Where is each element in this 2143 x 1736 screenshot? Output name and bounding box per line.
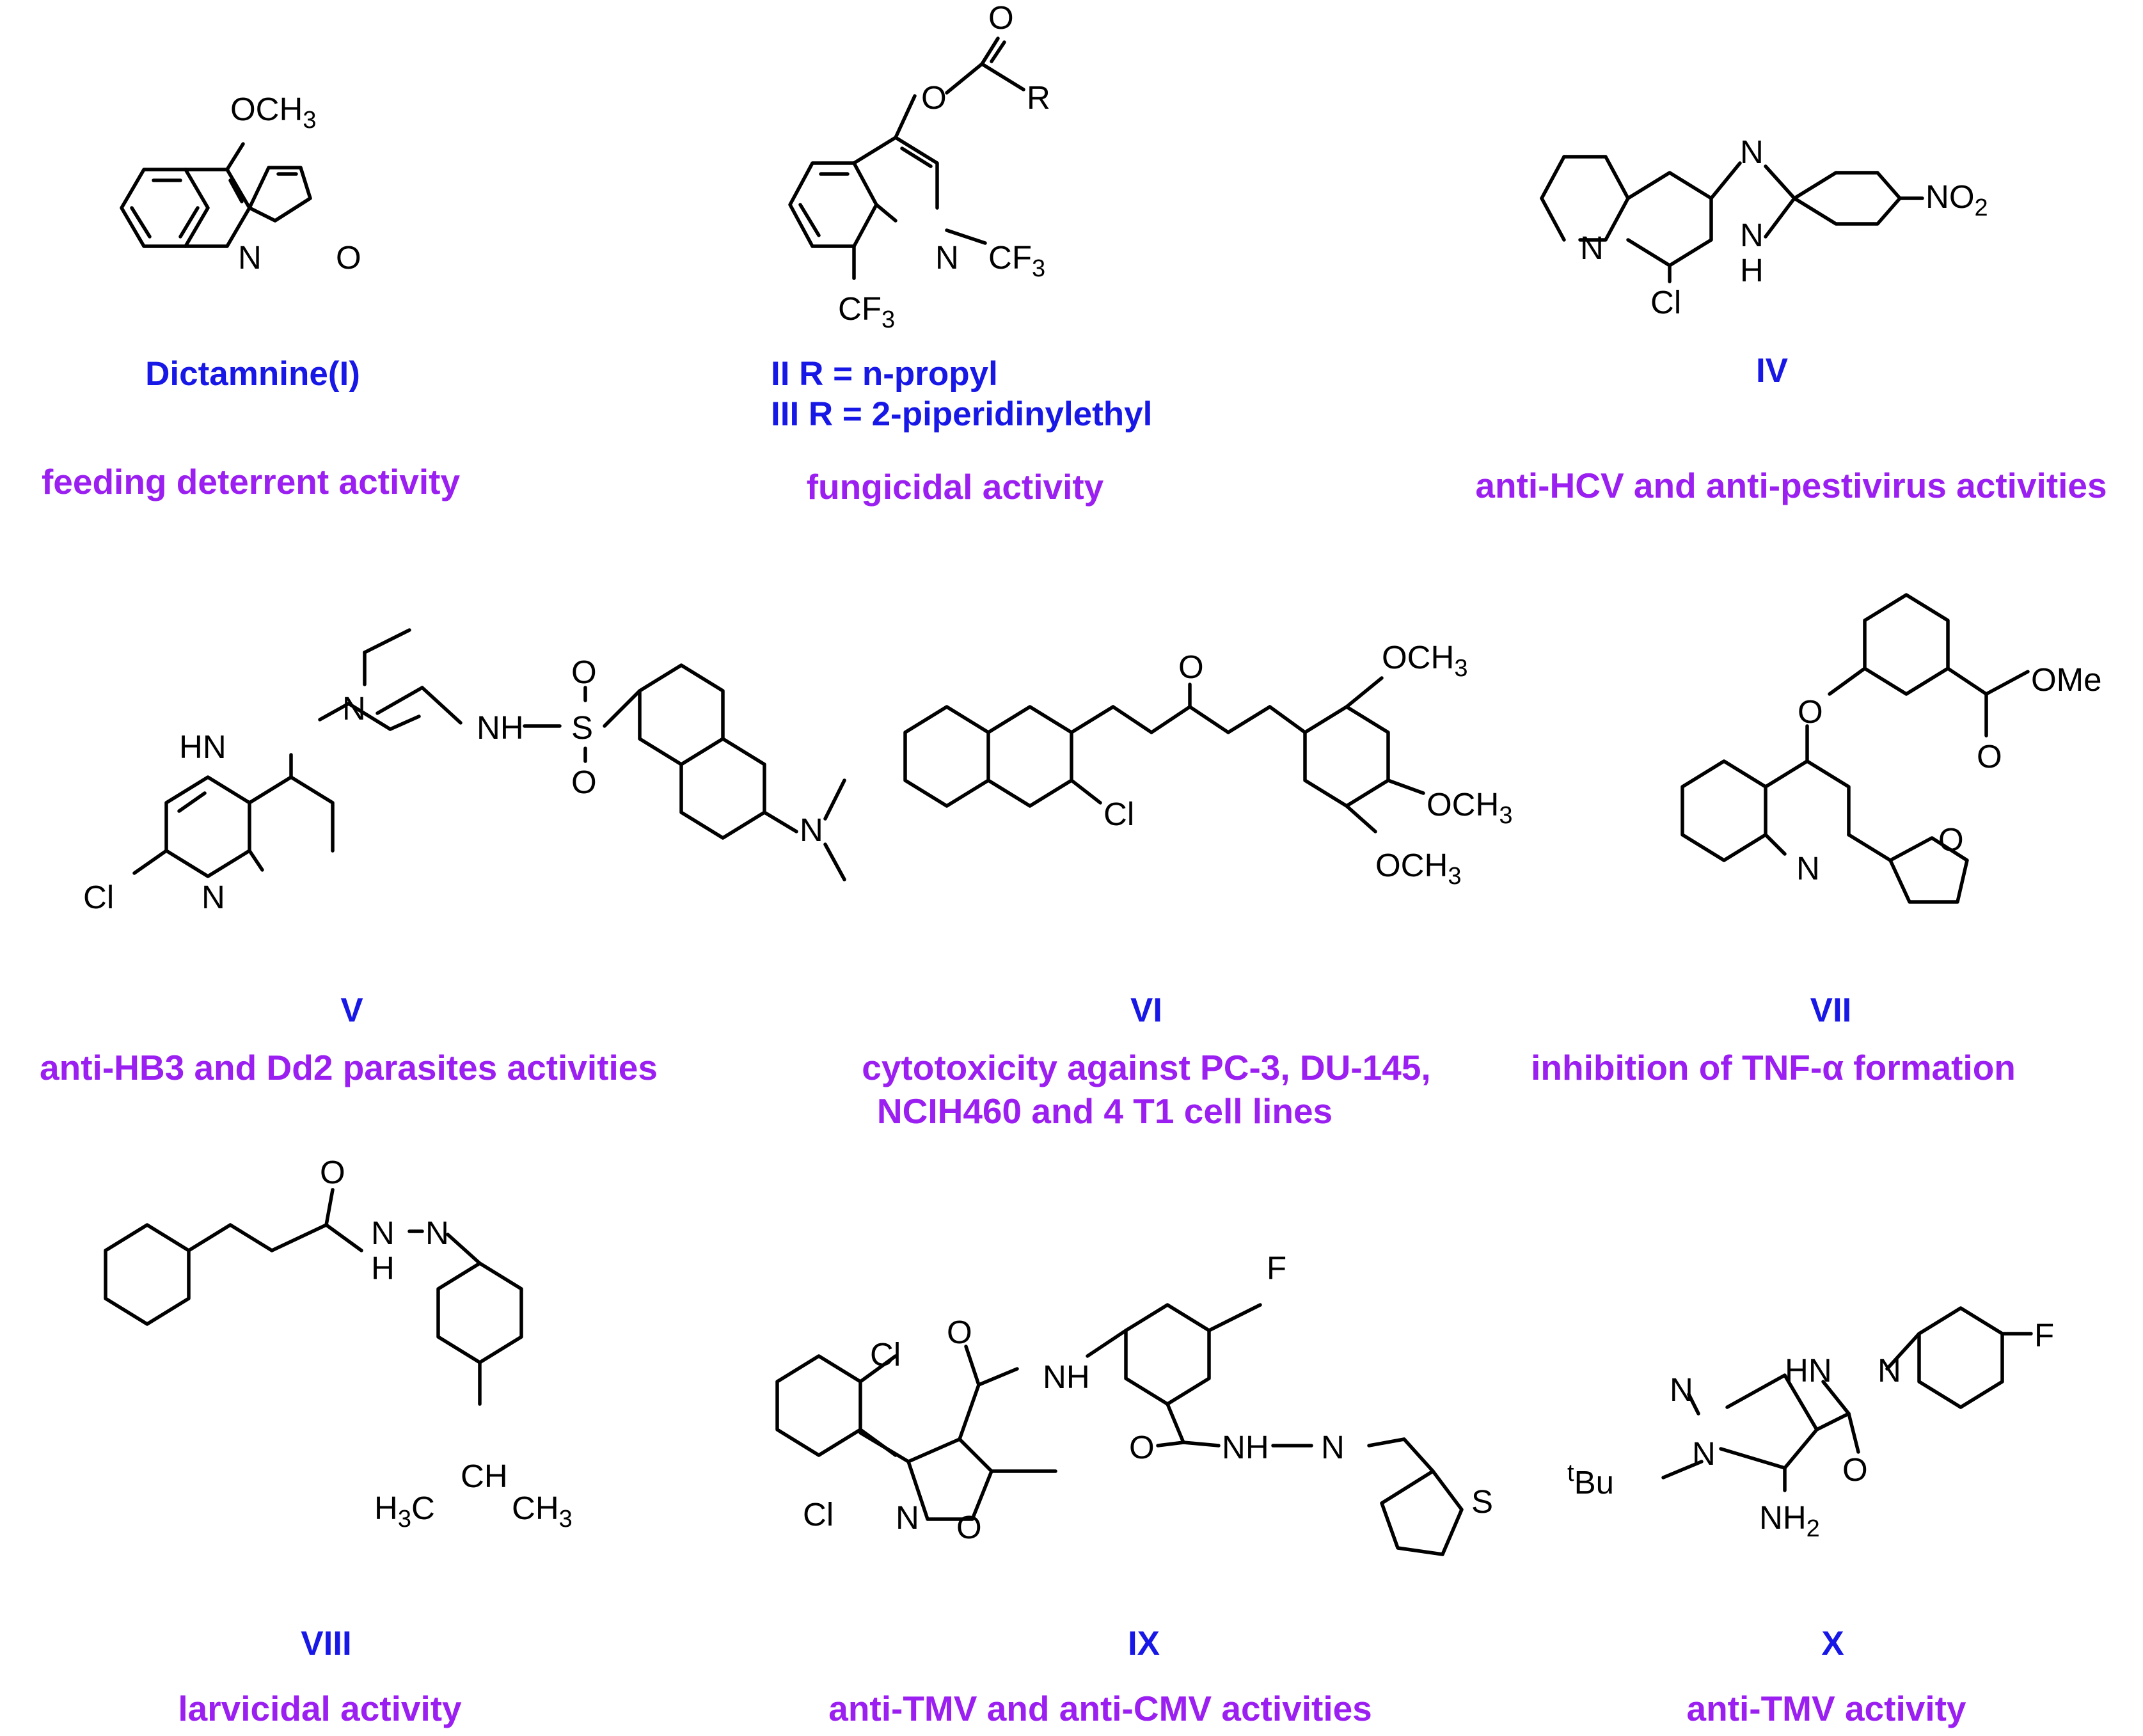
nitrogen-label: N — [238, 239, 262, 276]
compound-name-dictamnine: Dictamnine(I) — [145, 355, 360, 393]
structure-isoxazole-thiophene: Cl Cl O NH N O F O NH N S — [775, 1250, 1493, 1556]
compound-name-iv: IV — [1755, 352, 1789, 390]
chloro-label: Cl — [1103, 796, 1134, 832]
methoxy-label: OCH3 — [230, 91, 316, 134]
cf3-label: CF3 — [988, 239, 1045, 282]
r-group-label: R — [1027, 79, 1050, 116]
activity-cytotoxicity-line-2: NCIH460 and 4 T1 cell lines — [876, 1091, 1333, 1131]
pyrazole-n-top-label: N — [1670, 1371, 1693, 1408]
compound-name-vii: VII — [1810, 991, 1852, 1029]
chloro-label: Cl — [83, 879, 114, 915]
nitro-label: NO2 — [1926, 178, 1988, 221]
chloro-label-2: Cl — [803, 1496, 834, 1533]
chloro-label: Cl — [1650, 284, 1681, 320]
ether-oxygen-label: O — [1798, 693, 1823, 730]
fluoro-label: F — [1267, 1250, 1286, 1286]
ome-label: OMe — [2031, 661, 2102, 698]
amino-label: NH2 — [1759, 1499, 1820, 1542]
pyridine-nitrogen-label: N — [1580, 230, 1604, 266]
hydrazide-nh-label: NH — [1222, 1429, 1269, 1465]
activity-tnf-inhibition: inhibition of TNF-α formation — [1531, 1048, 2016, 1087]
carbonyl-oxygen-label: O — [988, 0, 1014, 36]
hn-label: HN — [179, 729, 226, 765]
hydrazide-h-label: H — [371, 1250, 395, 1286]
sulfonyl-oxygen-bottom-label: O — [571, 764, 597, 800]
compound-name-x: X — [1821, 1625, 1844, 1662]
nitrogen-label: N — [935, 239, 959, 276]
compound-name-iii: III R = 2-piperidinylethyl — [771, 395, 1153, 433]
activity-anti-tmv: anti-TMV activity — [1686, 1689, 1966, 1728]
activity-anti-hcv: anti-HCV and anti-pestivirus activities — [1475, 466, 2107, 505]
activity-cytotoxicity-line-1: cytotoxicity against PC-3, DU-145, — [862, 1048, 1431, 1087]
activity-fungicidal: fungicidal activity — [806, 467, 1104, 507]
isopropyl-ch3-label: CH3 — [512, 1490, 573, 1533]
dimethylamino-nitrogen-label: N — [800, 812, 823, 848]
isopropyl-h3c-label: H3C — [374, 1490, 435, 1533]
furan-oxygen-label: O — [1938, 821, 1964, 858]
imidazole-nitrogen-label: N — [1740, 134, 1764, 170]
structure-dictamnine: OCH3 N O — [120, 91, 361, 276]
methoxy-label-1: OCH3 — [1382, 639, 1467, 682]
isopropyl-ch-label: CH — [461, 1458, 508, 1494]
compound-name-vi: VI — [1130, 991, 1163, 1029]
methoxy-label-3: OCH3 — [1375, 847, 1461, 890]
compound-name-ix: IX — [1127, 1625, 1160, 1662]
hydrazide-nitrogen-label: N — [371, 1215, 395, 1251]
imidazole-h-label: H — [1740, 252, 1764, 288]
structure-aryloxy-furylquinoline: O OMe O O N — [1680, 593, 2102, 904]
carbonyl-oxygen-label: O — [1842, 1451, 1868, 1488]
structure-pyrazole-hydrazone: N N tBu NH2 O HN N F — [1567, 1306, 2054, 1542]
carbonyl-oxygen-label: O — [320, 1154, 345, 1190]
isoxazole-oxygen-label: O — [956, 1509, 982, 1545]
quinoline-nitrogen-label: N — [1796, 850, 1820, 887]
amine-nitrogen-label: N — [342, 690, 366, 727]
oxygen-label: O — [336, 239, 361, 276]
imine-nitrogen-label: N — [1878, 1352, 1901, 1389]
structure-ester-quinoline: O O R N CF3 CF3 — [788, 0, 1050, 333]
isoxazole-nitrogen-label: N — [896, 1499, 919, 1536]
nh-label: NH — [477, 709, 524, 746]
hydrazide-oxygen-label: O — [1129, 1429, 1155, 1465]
compound-name-ii: II R = n-propyl — [771, 355, 998, 393]
structure-naphthyl-dienone: O Cl OCH3 OCH3 OCH3 — [903, 639, 1512, 890]
compound-name-v: V — [340, 991, 363, 1029]
activity-anti-tmv-cmv: anti-TMV and anti-CMV activities — [828, 1689, 1372, 1728]
compound-name-viii: VIII — [301, 1625, 352, 1662]
amide-oxygen-label: O — [947, 1314, 972, 1350]
imine-nitrogen-label: N — [1321, 1429, 1345, 1465]
structure-cyclohexyl-hydrazone: O N H N CH H3C CH3 — [104, 1154, 573, 1533]
thiophene-sulfur-label: S — [1471, 1483, 1493, 1520]
activity-anti-hb3: anti-HB3 and Dd2 parasites activities — [40, 1048, 658, 1087]
activity-feeding-deterrent: feeding deterrent activity — [41, 462, 461, 501]
methoxy-label-2: OCH3 — [1427, 786, 1512, 829]
quinoline-nitrogen-label: N — [202, 879, 225, 915]
structure-chloroquinoline-dansyl: HN N NH S O O N N Cl — [83, 628, 846, 915]
sulfonyl-oxygen-top-label: O — [571, 654, 597, 690]
ketone-oxygen-label: O — [1178, 649, 1204, 685]
amide-nh-label: NH — [1043, 1359, 1090, 1395]
imine-nitrogen-label: N — [425, 1215, 449, 1251]
ester-carbonyl-oxygen-label: O — [1977, 738, 2002, 775]
activity-larvicidal: larvicidal activity — [178, 1689, 462, 1728]
hydrazide-hn-label: HN — [1785, 1352, 1832, 1389]
cf3-label-2: CF3 — [838, 290, 895, 333]
imidazole-nh-label: N — [1740, 217, 1764, 253]
structure-imidazoquinoline: N N H N Cl NO2 — [1540, 134, 1988, 320]
tbutyl-label: tBu — [1567, 1460, 1614, 1501]
sulfur-label: S — [571, 709, 593, 746]
fluoro-label: F — [2034, 1317, 2054, 1353]
chloro-label-1: Cl — [870, 1336, 901, 1373]
ester-oxygen-label: O — [921, 79, 947, 116]
pyrazole-n-bottom-label: N — [1692, 1435, 1716, 1472]
